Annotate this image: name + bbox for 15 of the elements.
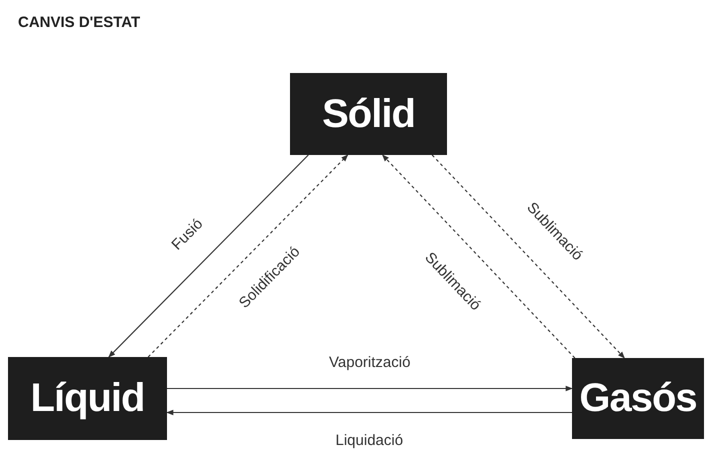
state-box xyxy=(290,73,447,155)
edge-label: Liquidació xyxy=(334,432,406,449)
state-name: Gasós xyxy=(579,376,697,421)
arrow xyxy=(167,386,573,392)
state-name: Sólid xyxy=(322,92,415,136)
state-name: Líquid xyxy=(30,376,144,421)
arrow xyxy=(432,154,625,358)
state-box xyxy=(8,357,167,440)
diagram-title: CANVIS D'ESTAT xyxy=(18,14,140,31)
arrow xyxy=(108,154,309,358)
edge-label: Vaporització xyxy=(327,354,412,371)
arrow xyxy=(382,154,576,358)
arrow xyxy=(148,154,348,358)
arrow xyxy=(166,410,572,416)
state-box xyxy=(572,358,704,439)
